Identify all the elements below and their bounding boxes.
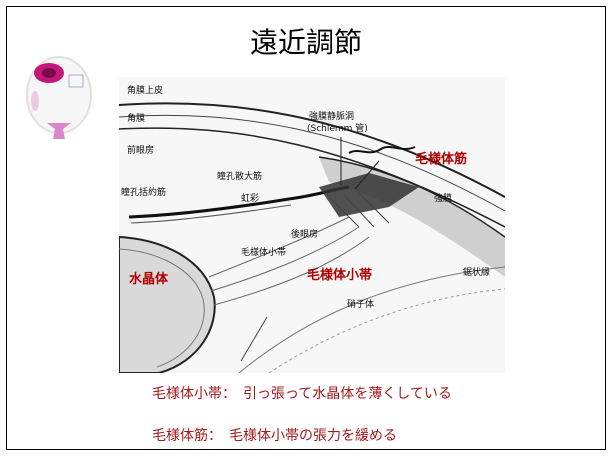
- label-vitreous-body: 硝子体: [347, 298, 374, 310]
- label-sclera: 強膜: [434, 192, 452, 204]
- page-title: 遠近調節: [249, 26, 362, 59]
- label-ciliary-zonule-small: 毛様体小帯: [241, 246, 286, 258]
- label-ora-serrata: 鋸状縁: [463, 266, 490, 278]
- label-scleral-venous-sinus: 強膜静脈洞: [309, 110, 354, 122]
- eye-anatomy-figure: 角膜上皮 角膜 前眼房 瞳孔括約筋 瞳孔散大筋 虹彩 強膜静脈洞 (Schlem…: [119, 77, 505, 373]
- label-lens: 水晶体: [129, 271, 169, 287]
- label-iris: 虹彩: [241, 193, 259, 204]
- label-schlemm-canal: (Schlemm 管): [307, 122, 368, 134]
- label-cornea: 角膜: [127, 112, 145, 124]
- slide: 遠近調節: [6, 6, 606, 450]
- eye-logo-icon: [19, 43, 109, 143]
- label-ciliary-muscle: 毛様体筋: [415, 151, 467, 167]
- caption-ciliary-zonule: 毛様体小帯： 引っ張って水晶体を薄くしている: [152, 386, 452, 402]
- label-dilator-pupillae: 瞳孔散大筋: [217, 170, 262, 182]
- label-posterior-chamber: 後眼房: [291, 228, 318, 240]
- label-corneal-epithelium: 角膜上皮: [127, 84, 163, 96]
- label-sphincter-pupillae: 瞳孔括約筋: [121, 186, 166, 198]
- label-anterior-chamber: 前眼房: [127, 144, 154, 156]
- caption-ciliary-muscle: 毛様体筋： 毛様体小帯の張力を緩める: [152, 428, 397, 444]
- label-ciliary-zonule: 毛様体小帯: [307, 267, 372, 283]
